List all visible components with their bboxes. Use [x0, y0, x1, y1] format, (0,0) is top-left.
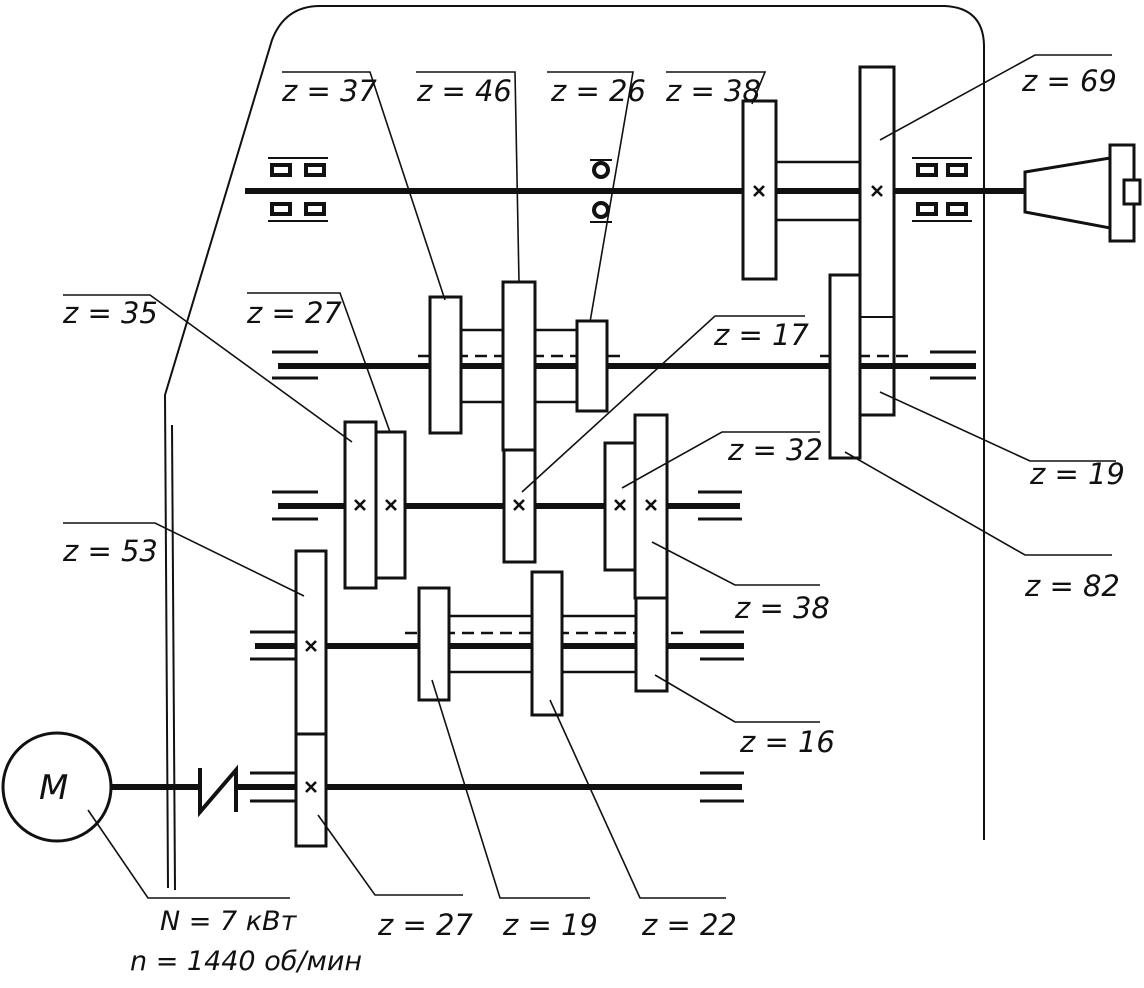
label-z53: z = 53: [62, 534, 158, 568]
gear-z19-bottom: [417, 586, 451, 702]
label-z69: z = 69: [1021, 64, 1117, 98]
gear-z82: [828, 273, 862, 460]
gear-z22: [530, 570, 564, 717]
gear-z26: [575, 319, 609, 413]
spindle-shaft: [245, 143, 1142, 243]
label-z16: z = 16: [739, 725, 835, 759]
gear-z53: [294, 549, 328, 736]
leader-lines: [63, 54, 1116, 899]
label-z26: z = 26: [550, 74, 646, 108]
motor-power: N = 7 кВт: [160, 906, 298, 937]
label-z27-lower: z = 27: [377, 908, 473, 942]
gear-z46: [501, 280, 537, 452]
label-z46: z = 46: [416, 74, 512, 108]
housing-outline: [163, 5, 985, 889]
motor-label: M: [39, 768, 68, 808]
label-z35: z = 35: [62, 296, 158, 330]
motor-speed: n = 1440 об/мин: [130, 946, 362, 977]
label-z27-upper: z = 27: [246, 296, 342, 330]
input-shaft: [110, 764, 744, 818]
clutch-symbol: [198, 764, 238, 818]
gear-z69: [858, 65, 896, 417]
gear-z32: [603, 441, 637, 572]
fixed-gear-marks: [305, 185, 883, 793]
label-z32: z = 32: [727, 433, 823, 467]
label-z38-mid: z = 38: [734, 591, 830, 625]
label-z17: z = 17: [713, 318, 809, 352]
label-z22: z = 22: [641, 908, 737, 942]
label-z19-right: z = 19: [1029, 457, 1125, 491]
label-z82: z = 82: [1024, 569, 1120, 603]
gear-z27-lower: [294, 732, 328, 848]
gear-z38-mid: [633, 413, 669, 600]
gear-z16: [634, 596, 669, 693]
motor-circle: [1, 731, 113, 843]
label-z38-spindle: z = 38: [665, 74, 761, 108]
housing-inner-line: [171, 424, 176, 891]
gear-z37: [428, 295, 463, 435]
label-z37: z = 37: [281, 74, 377, 108]
label-z19-bottom: z = 19: [502, 908, 598, 942]
